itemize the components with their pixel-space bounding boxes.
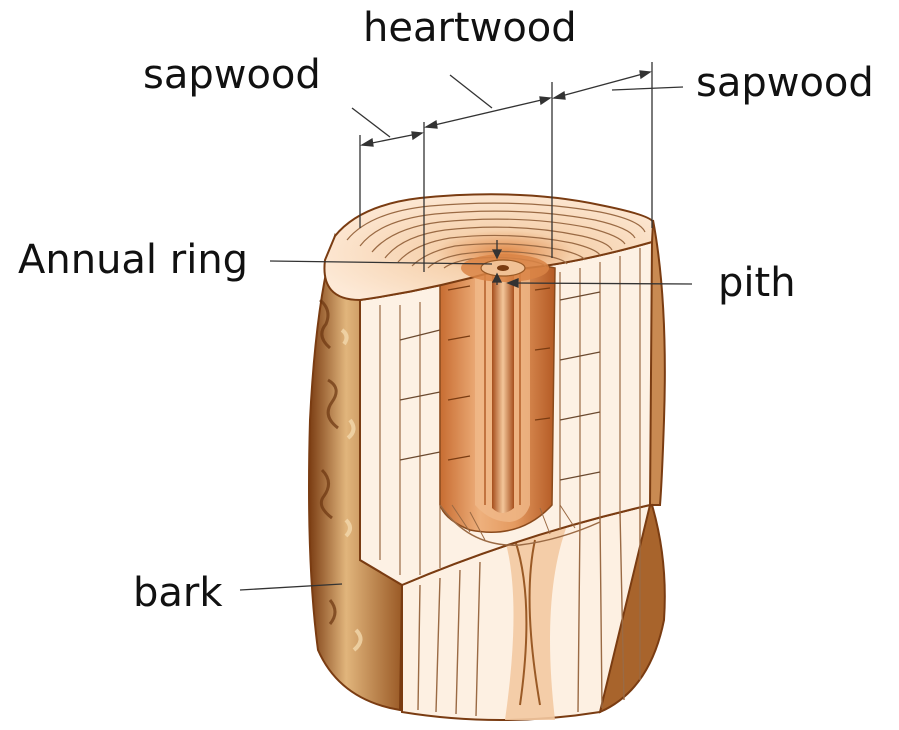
sapwood-right-label: sapwood: [696, 63, 874, 103]
sapwood-left-label: sapwood: [143, 55, 321, 95]
pith-label: pith: [718, 263, 796, 303]
heartwood-label: heartwood: [363, 8, 577, 48]
annual-ring-label: Annual ring: [18, 240, 248, 280]
pith: [497, 265, 509, 271]
bark-label: bark: [133, 573, 223, 613]
